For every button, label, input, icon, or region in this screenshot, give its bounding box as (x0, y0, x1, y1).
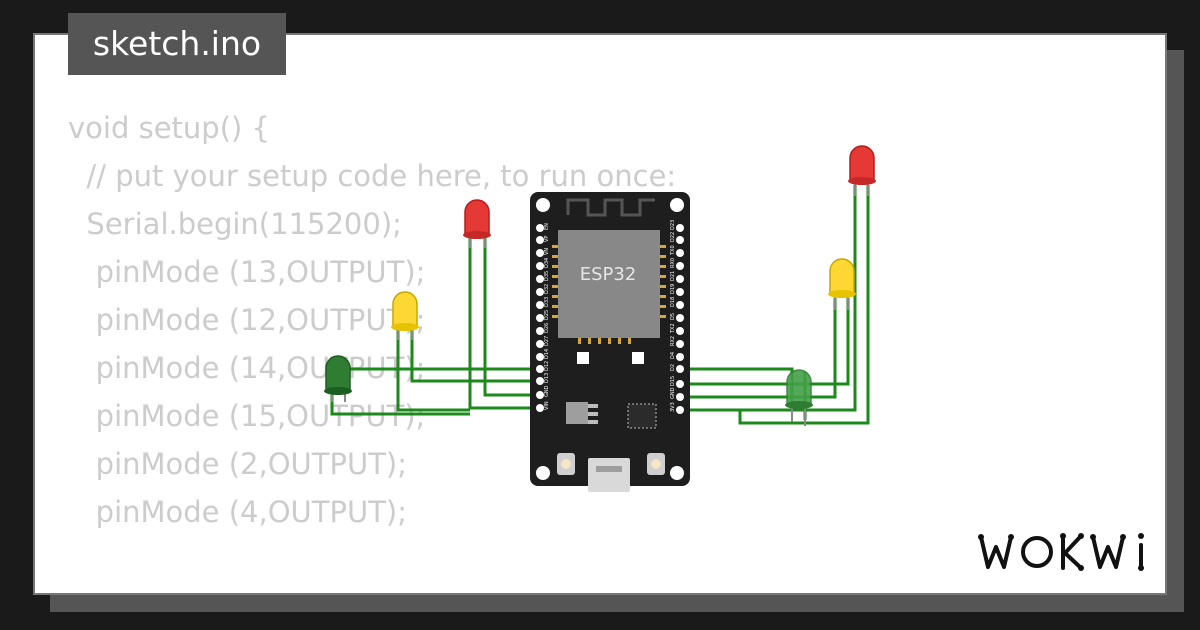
wire-yellow-left-2 (410, 330, 540, 383)
led-green-right[interactable] (785, 369, 813, 426)
svg-text:D32: D32 (544, 284, 550, 294)
code-line: pinMode (15,OUTPUT); (68, 399, 426, 433)
svg-text:TX2: TX2 (670, 323, 676, 334)
esp32-board[interactable]: ESP32 EN VP VN D34 D35 D32 D33 (530, 192, 690, 492)
left-pin-header[interactable] (536, 224, 544, 412)
code-editor: void setup() { // put your setup code he… (68, 104, 676, 536)
svg-text:D34: D34 (544, 258, 550, 268)
code-line: pinMode (4,OUTPUT); (68, 495, 407, 529)
svg-text:D26: D26 (544, 323, 550, 333)
led-green-left[interactable] (324, 355, 352, 402)
mount-hole (536, 198, 550, 212)
svg-text:D13: D13 (544, 373, 550, 383)
svg-text:D19: D19 (670, 284, 676, 294)
svg-text:D35: D35 (544, 271, 550, 281)
wire-yellow-left (396, 330, 470, 412)
svg-text:D21: D21 (670, 271, 676, 281)
wires (330, 185, 870, 425)
svg-text:D5: D5 (670, 313, 676, 320)
svg-text:3V3: 3V3 (670, 402, 676, 412)
svg-text:RX0: RX0 (670, 258, 676, 268)
svg-text:D14: D14 (544, 349, 550, 359)
svg-text:D27: D27 (544, 336, 550, 346)
code-line: void setup() { (68, 111, 270, 145)
svg-text:GND: GND (670, 387, 676, 399)
pin-labels: EN VP VN D34 D35 D32 D33 D25 D26 D27 D14… (544, 220, 676, 412)
svg-text:VN: VN (544, 248, 550, 255)
svg-text:D23: D23 (670, 220, 676, 230)
wokwi-logo[interactable] (975, 525, 1155, 580)
voltage-regulator (566, 402, 588, 424)
svg-text:D18: D18 (670, 297, 676, 307)
svg-text:D25: D25 (544, 310, 550, 320)
wire-red-right (680, 185, 857, 412)
led-red-left[interactable] (463, 199, 491, 248)
chip-pads (552, 245, 666, 344)
antenna-trace (566, 198, 655, 217)
board-led-1 (577, 352, 589, 364)
svg-text:GND: GND (544, 385, 550, 397)
led-red-right[interactable] (848, 145, 876, 196)
svg-text:D4: D4 (670, 352, 676, 359)
wire-yellow-right-2 (680, 298, 850, 386)
led-yellow-right[interactable] (828, 258, 856, 310)
wire-green-right (680, 367, 794, 410)
code-line: pinMode (2,OUTPUT); (68, 447, 407, 481)
svg-text:VIN: VIN (544, 401, 550, 410)
svg-text:EN: EN (544, 223, 550, 230)
svg-text:TX0: TX0 (670, 245, 676, 256)
code-line: Serial.begin(115200); (68, 207, 402, 241)
svg-text:D12: D12 (544, 361, 550, 371)
svg-text:D15: D15 (670, 376, 676, 386)
svg-text:RX2: RX2 (670, 336, 676, 346)
filename-tab: sketch.ino (68, 13, 286, 75)
mount-hole (670, 466, 684, 480)
svg-text:D33: D33 (544, 297, 550, 307)
mount-hole (536, 466, 550, 480)
board-led-2 (632, 352, 644, 364)
wire-red-left-2 (483, 238, 540, 397)
chip-label: ESP32 (580, 264, 637, 285)
svg-text:VP: VP (544, 236, 550, 242)
svg-text:D2: D2 (670, 364, 676, 371)
wire-red-left (468, 238, 540, 410)
led-yellow-left[interactable] (391, 291, 419, 340)
code-line: pinMode (13,OUTPUT); (68, 255, 426, 289)
usb-port (588, 458, 630, 492)
esp32-chip (558, 230, 660, 338)
mount-hole (670, 198, 684, 212)
wire-yellow-right (680, 298, 837, 399)
code-line: // put your setup code here, to run once… (68, 159, 677, 193)
svg-text:D22: D22 (670, 232, 676, 242)
right-pin-header[interactable] (676, 224, 684, 414)
usb-serial-chip (627, 403, 657, 429)
